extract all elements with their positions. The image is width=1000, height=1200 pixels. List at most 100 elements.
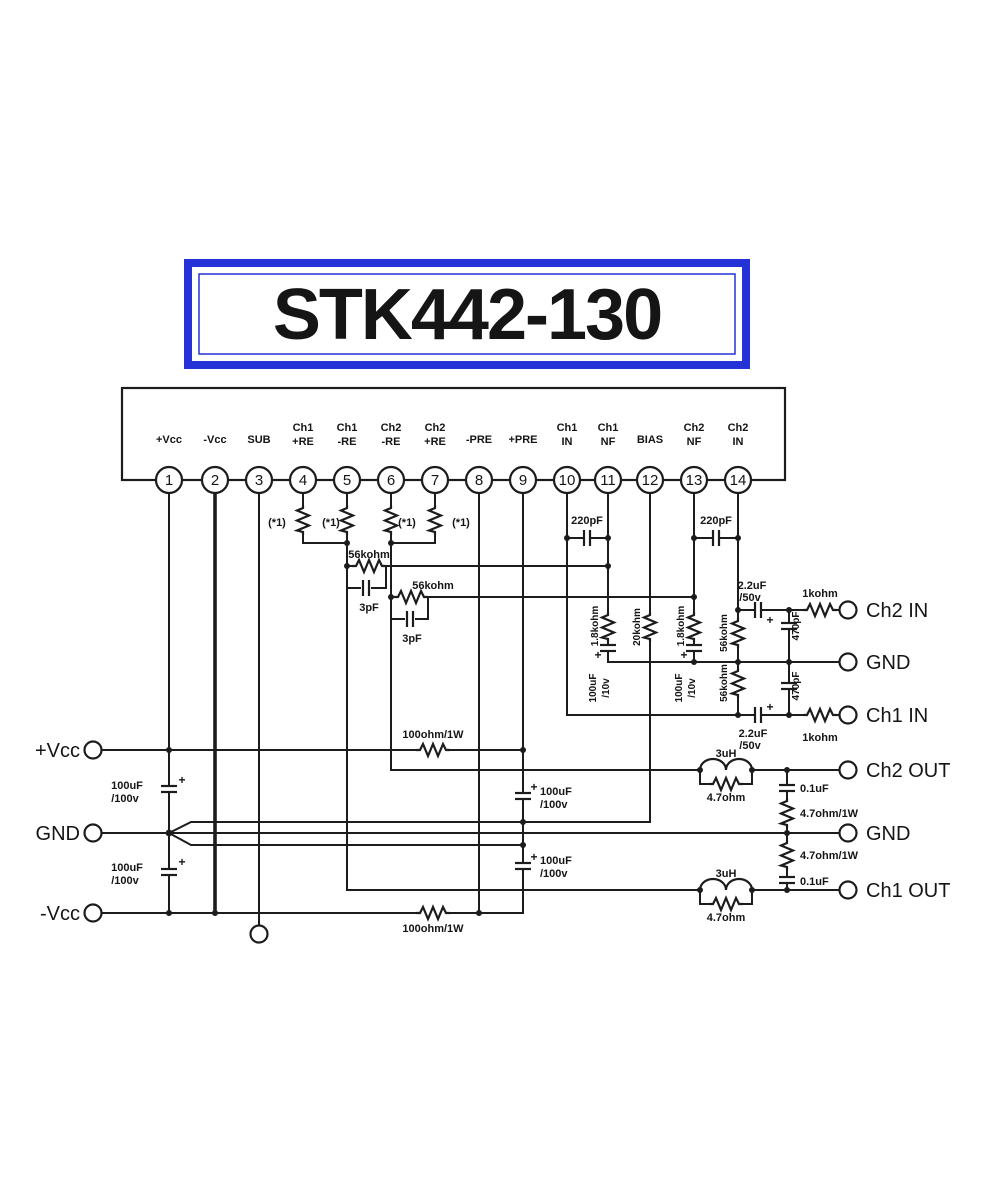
value-100uf10v-1b: /10v bbox=[601, 678, 612, 698]
value-56k-in1: 56kohm bbox=[719, 664, 730, 702]
value-3pf-1: 3pF bbox=[359, 602, 379, 614]
value-4r7-ch1: 4.7ohm bbox=[707, 912, 746, 924]
terminal-gnd-in bbox=[838, 652, 858, 672]
pin-label-13b: NF bbox=[687, 436, 702, 448]
value-1k8-1: 1.8kohm bbox=[590, 606, 601, 647]
value-100uf100v-m2a: 100uF bbox=[540, 855, 572, 867]
polarity-plus-10v2: + bbox=[680, 648, 687, 662]
value-4r7-ch2: 4.7ohm bbox=[707, 792, 746, 804]
capacitor-220pf-2 bbox=[711, 528, 721, 548]
terminal-vcc-neg bbox=[83, 903, 103, 923]
value-0u1-ch2: 0.1uF bbox=[800, 783, 829, 795]
pin-label-11b: NF bbox=[601, 436, 616, 448]
capacitor-100uf100v-mid2 bbox=[513, 861, 533, 871]
pin-label-13a: Ch2 bbox=[684, 422, 705, 434]
pin-number-14: 14 bbox=[730, 472, 747, 489]
terminal-gnd-out bbox=[838, 823, 858, 843]
terminal-ch2-out bbox=[838, 760, 858, 780]
pin-number-11: 11 bbox=[600, 472, 616, 489]
capacitor-2u2-ch2 bbox=[753, 600, 763, 620]
value-100ohm-pos: 100ohm/1W bbox=[402, 729, 464, 741]
resistor-56k-feedback1 bbox=[350, 558, 388, 574]
capacitor-3pf-1 bbox=[361, 578, 371, 598]
pin-circle-6 bbox=[376, 465, 406, 495]
pin-label-6a: Ch2 bbox=[381, 422, 402, 434]
value-labels: (*1) (*1) (*1) (*1) 56kohm 3pF 56kohm 3p… bbox=[111, 515, 859, 935]
pin-label-12: BIAS bbox=[637, 434, 663, 446]
value-220pf-1: 220pF bbox=[571, 515, 603, 527]
capacitor-0u1-ch1 bbox=[777, 875, 797, 885]
capacitor-100uf100v-left1 bbox=[159, 784, 179, 794]
label-ch1-out: Ch1 OUT bbox=[866, 880, 950, 902]
polarity-plus-left2: + bbox=[178, 855, 185, 869]
pin-circle-2 bbox=[200, 465, 230, 495]
resistor-4r7-ch1 bbox=[707, 896, 745, 912]
pin-label-9: +PRE bbox=[508, 434, 537, 446]
junction-dots bbox=[165, 535, 792, 916]
pin-label-7b: +RE bbox=[424, 436, 446, 448]
label-ch2-out: Ch2 OUT bbox=[866, 760, 950, 782]
pin-label-5a: Ch1 bbox=[337, 422, 358, 434]
capacitor-0u1-ch2 bbox=[777, 783, 797, 793]
pin-label-14b: IN bbox=[733, 436, 744, 448]
terminal-vcc-pos bbox=[83, 740, 103, 760]
value-4r7w-ch2: 4.7ohm/1W bbox=[800, 808, 859, 820]
polarity-plus-10v1: + bbox=[594, 648, 601, 662]
pin-number-12: 12 bbox=[642, 472, 659, 489]
pin-label-10a: Ch1 bbox=[557, 422, 578, 434]
capacitor-3pf-2 bbox=[405, 609, 415, 629]
capacitor-220pf-1 bbox=[582, 528, 592, 548]
value-220pf-2: 220pF bbox=[700, 515, 732, 527]
title-box bbox=[184, 259, 750, 369]
value-56k-in2: 56kohm bbox=[719, 614, 730, 652]
terminal-ch2-in bbox=[838, 600, 858, 620]
components bbox=[159, 503, 839, 921]
resistor-1k-ch1 bbox=[801, 707, 839, 723]
resistor-4r7w-ch2 bbox=[779, 796, 795, 830]
pin-circle-3 bbox=[244, 465, 274, 495]
pin-number-4: 4 bbox=[299, 472, 307, 489]
pin-label-3: SUB bbox=[247, 434, 270, 446]
pin-circle-9 bbox=[508, 465, 538, 495]
resistor-1k8-ch1 bbox=[600, 610, 616, 644]
pin-circle-12 bbox=[635, 465, 665, 495]
wire-feedback1-cap bbox=[346, 565, 387, 589]
value-3uh-ch2: 3uH bbox=[716, 748, 737, 760]
pin-number-3: 3 bbox=[255, 472, 263, 489]
value-100uf10v-1a: 100uF bbox=[588, 674, 599, 703]
value-1k8-2: 1.8kohm bbox=[676, 606, 687, 647]
label-gnd-out: GND bbox=[866, 823, 910, 845]
pin-circle-13 bbox=[679, 465, 709, 495]
pin-circle-8 bbox=[464, 465, 494, 495]
pin-circle-14 bbox=[723, 465, 753, 495]
label-ch2-in: Ch2 IN bbox=[866, 600, 928, 622]
wire-pin4-column bbox=[302, 492, 348, 544]
resistor-note-pin5 bbox=[339, 503, 355, 537]
capacitor-100uf100v-mid1 bbox=[513, 791, 533, 801]
wire-gnd-rail-fan bbox=[101, 821, 840, 846]
polarity-plus-left1: + bbox=[178, 773, 185, 787]
pin-label-10b: IN bbox=[562, 436, 573, 448]
value-1k-ch2: 1kohm bbox=[802, 588, 838, 600]
label-gnd-left: GND bbox=[36, 823, 80, 845]
pin-label-2: -Vcc bbox=[203, 434, 226, 446]
resistor-note-pin6 bbox=[383, 503, 399, 537]
value-3pf-2: 3pF bbox=[402, 633, 422, 645]
resistor-100ohm-pos bbox=[414, 742, 452, 758]
pin-label-14a: Ch2 bbox=[728, 422, 749, 434]
value-100uf100v-l1b: /100v bbox=[111, 793, 139, 805]
value-note-4: (*1) bbox=[452, 517, 470, 529]
pin-circle-4 bbox=[288, 465, 318, 495]
pin-label-8: -PRE bbox=[466, 434, 492, 446]
value-56k-fb2: 56kohm bbox=[412, 580, 454, 592]
value-note-2: (*1) bbox=[322, 517, 340, 529]
capacitor-100uf10v-ch2 bbox=[684, 643, 704, 653]
pin-circle-5 bbox=[332, 465, 362, 495]
pin-circle-10 bbox=[552, 465, 582, 495]
pin-number-5: 5 bbox=[343, 472, 351, 489]
capacitor-100uf10v-ch1 bbox=[598, 643, 618, 653]
value-100uf100v-l2b: /100v bbox=[111, 875, 139, 887]
value-1k-ch1: 1kohm bbox=[802, 732, 838, 744]
terminal-sub bbox=[249, 924, 269, 944]
